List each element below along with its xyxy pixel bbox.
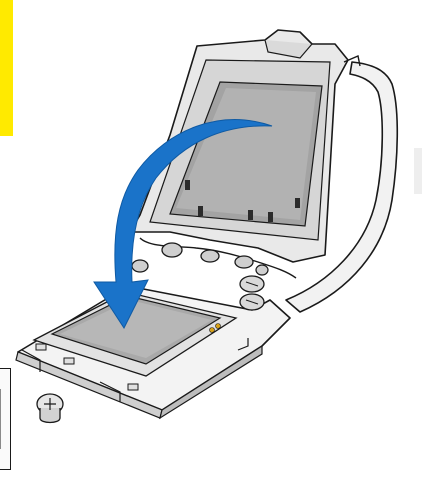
page-edge-tab [414, 148, 422, 194]
adjacent-figure-edge [0, 368, 11, 470]
load-plate [129, 29, 349, 279]
retention-lever [285, 55, 399, 313]
yellow-side-tab [0, 0, 13, 136]
socket-cap-screw [36, 393, 64, 424]
cpu-chip [32, 291, 238, 377]
close-direction-arrow [93, 119, 273, 330]
